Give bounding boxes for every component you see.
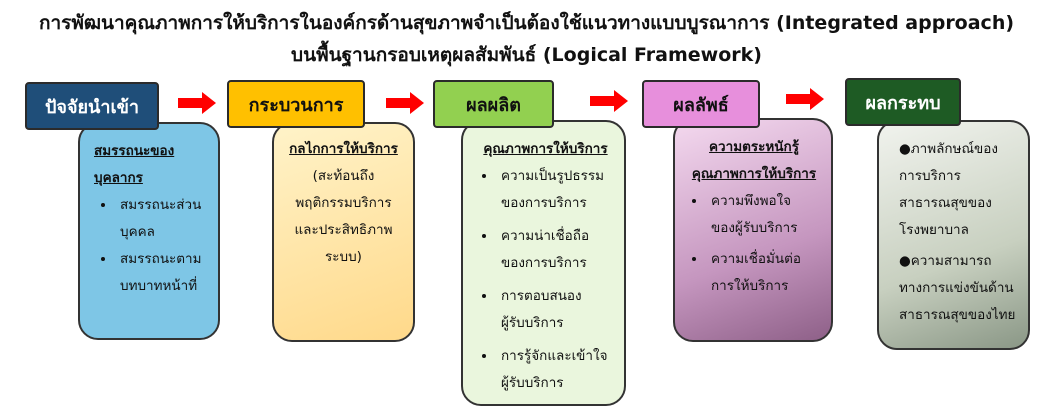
box-input: สมรรถนะของ บุคลากร สมรรถนะส่วน บุคคล สมร… [78, 122, 220, 340]
box-impact: ●ภาพลักษณ์ของ การบริการ สาธารณสุขของ โรง… [877, 120, 1030, 350]
item-line: การบริการ [899, 168, 961, 184]
box-process-line: และประสิทธิภาพ [294, 222, 393, 238]
item-line: ●ภาพลักษณ์ของ [899, 141, 998, 157]
list-item: ความพึงพอใจ ของผู้รับบริการ [707, 188, 823, 242]
list-item: ความน่าเชื่อถือ ของการบริการ [497, 223, 616, 277]
bullet-line: สมรรถนะตาม [120, 251, 202, 267]
diagram-title-line2: บนพื้นฐานกรอบเหตุผลสัมพันธ์ (Logical Fra… [291, 44, 762, 66]
bullet-line: การให้บริการ [711, 278, 789, 294]
list-item: สมรรถนะส่วน บุคคล [116, 192, 210, 246]
bullet-line: ของการบริการ [501, 195, 587, 211]
bullet-line: สมรรถนะส่วน [120, 197, 202, 213]
arrow-right-icon [590, 90, 628, 112]
list-item: การรู้จักและเข้าใจ ผู้รับบริการ [497, 343, 616, 397]
bullet-line: ความพึงพอใจ [711, 193, 792, 209]
list-item: ●ภาพลักษณ์ของ การบริการ สาธารณสุขของ โรง… [899, 136, 1022, 244]
box-output: คุณภาพการให้บริการ ความเป็นรูปธรรม ของกา… [461, 120, 626, 406]
box-input-heading-line1: สมรรถนะของ [94, 143, 175, 159]
header-impact: ผลกระทบ [845, 78, 961, 126]
item-line: โรงพยาบาล [899, 222, 969, 238]
arrow-right-icon [786, 88, 824, 110]
box-process: กลไกการให้บริการ (สะท้อนถึง พฤติกรรมบริก… [272, 122, 415, 342]
header-outcome: ผลลัพธ์ [642, 80, 760, 128]
box-output-heading: คุณภาพการให้บริการ [483, 141, 608, 157]
bullet-line: ความเป็นรูปธรรม [501, 168, 604, 184]
bullet-line: ความเชื่อมั่นต่อ [711, 251, 801, 267]
box-process-heading: กลไกการให้บริการ [289, 141, 398, 157]
bullet-line: บุคคล [120, 224, 155, 240]
box-outcome-heading-line2: คุณภาพการให้บริการ [691, 166, 817, 182]
box-process-line: ระบบ) [325, 249, 362, 265]
bullet-line: การรู้จักและเข้าใจ [501, 348, 608, 364]
diagram-title-line1: การพัฒนาคุณภาพการให้บริการในองค์กรด้านสุ… [38, 12, 1015, 34]
list-item: ความเชื่อมั่นต่อ การให้บริการ [707, 246, 823, 300]
bullet-line: การตอบสนอง [501, 288, 582, 304]
bullet-line: ของการบริการ [501, 255, 587, 271]
item-line: ●ความสามารถ [899, 253, 992, 269]
item-line: ทางการแข่งขันด้าน [899, 280, 1014, 296]
header-process: กระบวนการ [227, 80, 365, 128]
bullet-line: ความน่าเชื่อถือ [501, 228, 590, 244]
item-line: สาธารณสุขของไทย [899, 307, 1016, 323]
box-process-line: พฤติกรรมบริการ [295, 195, 392, 211]
arrow-right-icon [386, 92, 424, 114]
box-input-heading-line2: บุคลากร [94, 170, 143, 186]
arrow-right-icon [178, 92, 216, 114]
box-outcome: ความตระหนักรู้ คุณภาพการให้บริการ ความพึ… [673, 118, 833, 342]
list-item: ●ความสามารถ ทางการแข่งขันด้าน สาธารณสุขข… [899, 248, 1022, 329]
item-line: สาธารณสุขของ [899, 195, 992, 211]
bullet-line: ผู้รับบริการ [501, 315, 564, 331]
box-process-line: (สะท้อนถึง [312, 168, 375, 184]
list-item: การตอบสนอง ผู้รับบริการ [497, 283, 616, 337]
header-output: ผลผลิต [433, 80, 554, 128]
header-input: ปัจจัยนำเข้า [25, 82, 159, 130]
list-item: ความเป็นรูปธรรม ของการบริการ [497, 163, 616, 217]
bullet-line: ของผู้รับบริการ [711, 220, 798, 236]
bullet-line: บทบาทหน้าที่ [120, 278, 198, 294]
list-item: สมรรถนะตาม บทบาทหน้าที่ [116, 246, 210, 300]
box-outcome-heading-line1: ความตระหนักรู้ [709, 139, 799, 155]
bullet-line: ผู้รับบริการ [501, 375, 564, 391]
